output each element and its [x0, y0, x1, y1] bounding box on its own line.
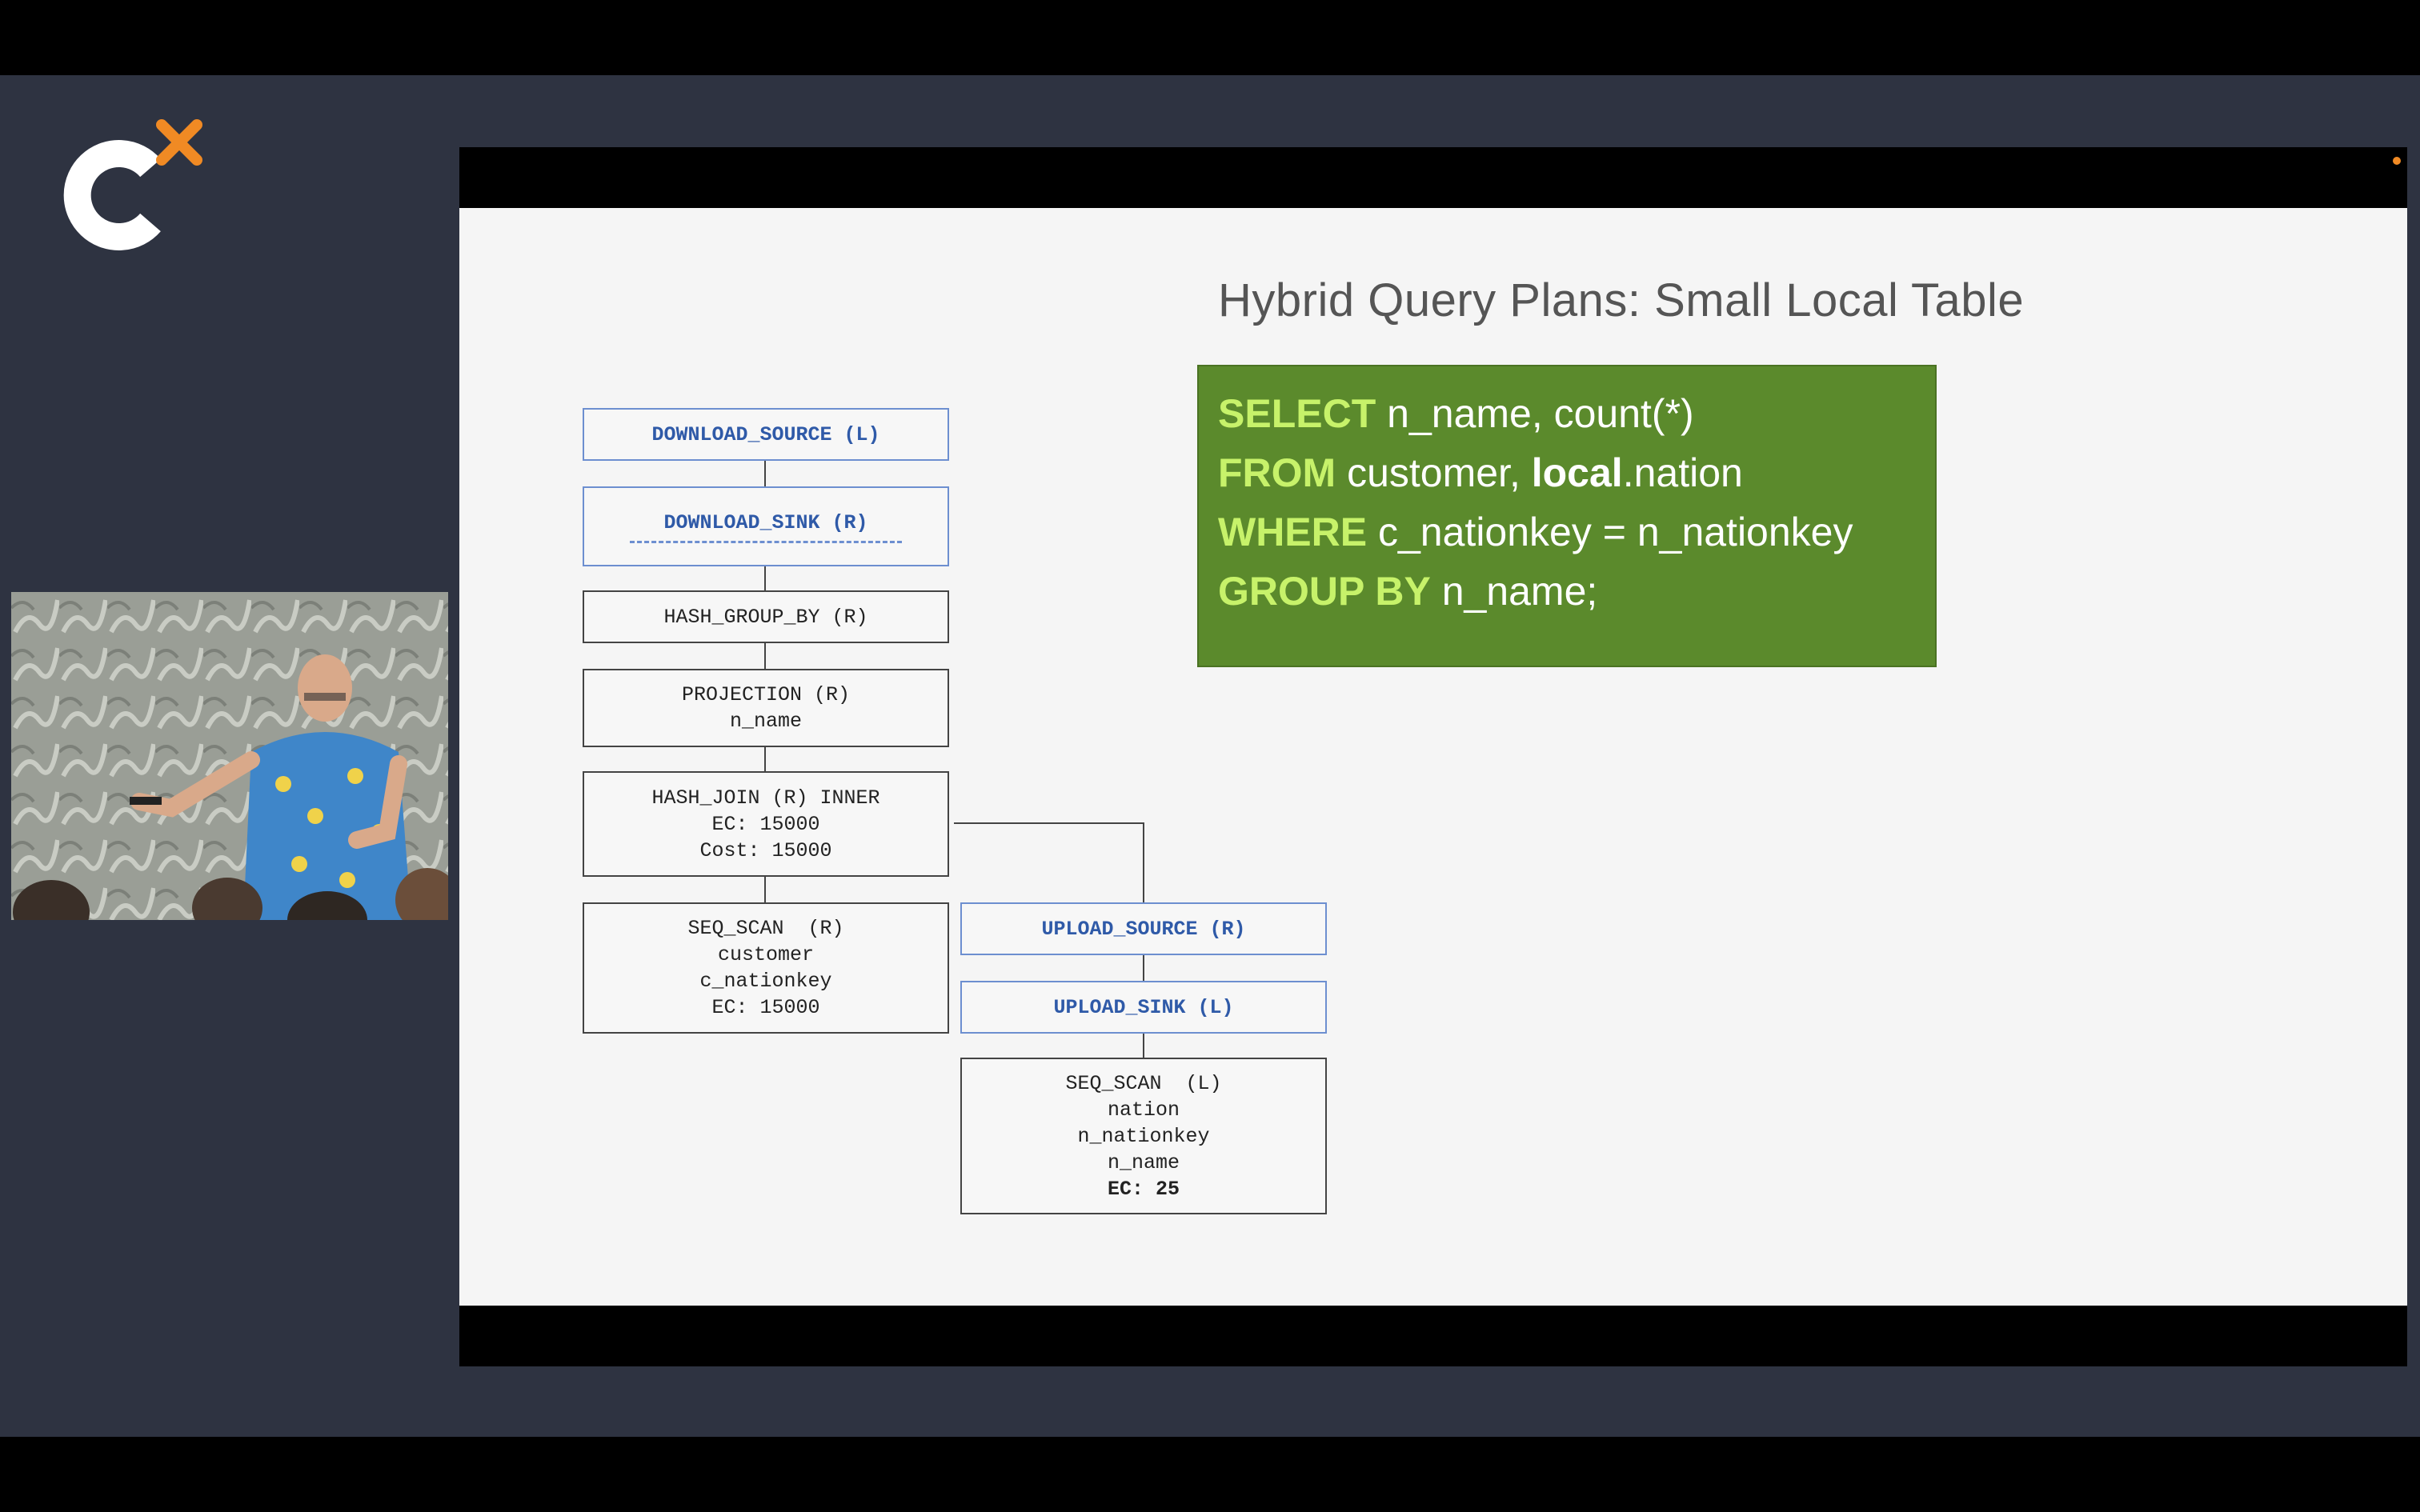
plan-node-label: UPLOAD_SOURCE (R) [1041, 917, 1246, 941]
plan-node-label: DOWNLOAD_SINK (R) [663, 511, 868, 534]
plan-node-label: SEQ_SCAN (L) [1065, 1071, 1222, 1095]
plan-connector [1143, 955, 1144, 981]
plan-node-projection: PROJECTION (R) n_name [583, 669, 949, 747]
plan-node-label: SEQ_SCAN (R) [687, 917, 844, 940]
plan-node-detail: Cost: 15000 [699, 838, 832, 862]
dashed-divider [630, 541, 902, 543]
plan-node-label: HASH_JOIN (R) INNER [651, 786, 880, 810]
plan-node-upload-source: UPLOAD_SOURCE (R) [960, 902, 1327, 955]
sql-line-from: FROM customer, local.nation [1218, 450, 1743, 495]
plan-node-download-sink: DOWNLOAD_SINK (R) [583, 486, 949, 566]
sql-line-select: SELECT n_name, count(*) [1218, 391, 1694, 436]
plan-connector [764, 459, 766, 486]
plan-connector [764, 877, 766, 904]
sql-line-where: WHERE c_nationkey = n_nationkey [1218, 510, 1853, 554]
c-x-logo-icon [63, 119, 202, 250]
plan-node-upload-sink: UPLOAD_SINK (L) [960, 981, 1327, 1034]
speaker-image [11, 592, 448, 920]
presentation-slide: Hybrid Query Plans: Small Local Table SE… [459, 208, 2407, 1306]
plan-connector [1143, 822, 1144, 904]
plan-node-seq-scan-customer: SEQ_SCAN (R) customer c_nationkey EC: 15… [583, 902, 949, 1034]
slide-title: Hybrid Query Plans: Small Local Table [1218, 274, 2025, 326]
plan-node-hash-group-by: HASH_GROUP_BY (R) [583, 590, 949, 643]
plan-connector [764, 746, 766, 771]
plan-node-label: DOWNLOAD_SOURCE (L) [651, 422, 880, 446]
plan-node-detail: n_nationkey [1077, 1124, 1210, 1148]
plan-node-detail: EC: 15000 [711, 996, 820, 1019]
plan-node-label: UPLOAD_SINK (L) [1053, 995, 1234, 1019]
speaker-video-feed [11, 592, 448, 920]
plan-node-label: HASH_GROUP_BY (R) [663, 605, 868, 629]
plan-connector [764, 642, 766, 669]
plan-node-hash-join: HASH_JOIN (R) INNER EC: 15000 Cost: 1500… [583, 771, 949, 877]
plan-node-detail: EC: 15000 [711, 812, 820, 836]
plan-node-detail: n_name [1107, 1150, 1180, 1174]
recording-dot-icon [2393, 157, 2401, 165]
plan-node-detail: EC: 25 [1107, 1177, 1180, 1201]
plan-node-label: PROJECTION (R) [681, 683, 851, 706]
plan-connector [954, 822, 1144, 824]
plan-connector [1143, 1032, 1144, 1059]
plan-node-detail: customer [717, 943, 815, 966]
plan-node-detail: c_nationkey [699, 970, 832, 993]
plan-node-download-source: DOWNLOAD_SOURCE (L) [583, 408, 949, 461]
plan-node-seq-scan-nation: SEQ_SCAN (L) nation n_nationkey n_name E… [960, 1058, 1327, 1214]
sql-line-group-by: GROUP BY n_name; [1218, 569, 1598, 614]
plan-node-detail: nation [1107, 1098, 1180, 1122]
plan-connector [764, 565, 766, 590]
sql-query-box: SELECT n_name, count(*) FROM customer, l… [1197, 365, 1937, 667]
plan-node-detail: n_name [729, 710, 802, 733]
